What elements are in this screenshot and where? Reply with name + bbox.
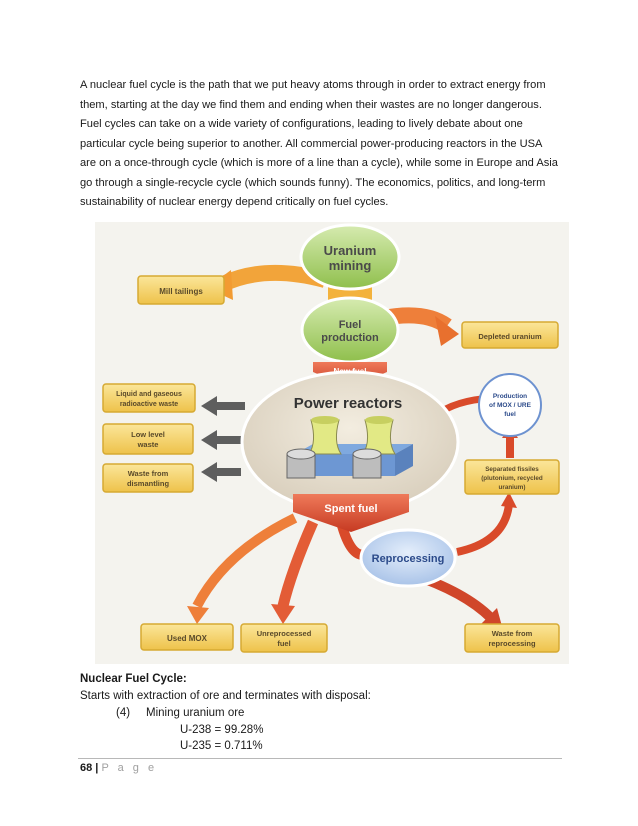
dismantling-label-2: dismantling	[127, 479, 170, 488]
liquid-gaseous-label-1: Liquid and gaseous	[116, 391, 182, 398]
power-reactors-label: Power reactors	[294, 395, 402, 412]
used-mox-label: Used MOX	[167, 634, 208, 643]
low-level-label-2: waste	[137, 440, 159, 449]
low-level-label-1: Low level	[131, 430, 165, 439]
unreprocessed-label-1: Unreprocessed	[257, 629, 312, 638]
separated-fissiles-label-1: Separated fissiles	[485, 466, 539, 473]
page-footer: 68 | P a g e	[80, 762, 157, 774]
dismantling-label-1: Waste from	[128, 469, 169, 478]
unreprocessed-label-2: fuel	[277, 639, 290, 648]
spent-fuel-label: Spent fuel	[324, 503, 377, 515]
separated-fissiles-box: Separated fissiles (plutonium, recycled …	[464, 459, 560, 495]
page-number: 68 |	[80, 762, 99, 774]
intro-paragraph: A nuclear fuel cycle is the path that we…	[80, 79, 558, 208]
u235-value: U-235 = 0.711%	[180, 740, 263, 752]
page-word: P a g e	[101, 762, 158, 774]
waste-reprocessing-label-2: reprocessing	[488, 639, 536, 648]
production-mox-label-1: Production	[493, 393, 527, 400]
uranium-mining-node	[299, 223, 401, 291]
mill-tailings-label: Mill tailings	[159, 287, 203, 296]
list-item-number: (4)	[116, 707, 131, 719]
section-intro-line: Starts with extraction of ore and termin…	[80, 690, 371, 702]
list-item-text: Mining uranium ore	[146, 707, 245, 719]
uranium-mining-label-1: Uranium	[324, 243, 377, 258]
fuel-production-label-1: Fuel	[339, 319, 362, 331]
waste-reprocessing-box: Waste from reprocessing	[464, 623, 560, 653]
reprocessing-node	[359, 528, 457, 588]
mill-tailings-box: Mill tailings	[137, 275, 225, 305]
uranium-mining-label-2: mining	[329, 258, 372, 273]
production-mox-node	[478, 373, 542, 437]
reprocessing-label: Reprocessing	[372, 553, 445, 565]
liquid-gaseous-waste-box: Liquid and gaseous radioactive waste	[102, 383, 196, 413]
low-level-waste-box: Low level waste	[102, 423, 194, 455]
unreprocessed-fuel-box: Unreprocessed fuel	[240, 623, 328, 653]
used-mox-box: Used MOX	[140, 623, 234, 651]
reactor-icon	[286, 416, 413, 479]
power-reactors-node	[240, 370, 460, 514]
footer-divider	[78, 758, 562, 759]
dismantling-waste-box: Waste from dismantling	[102, 463, 194, 493]
u238-value: U-238 = 99.28%	[180, 724, 264, 736]
spent-fuel-arrow	[293, 494, 409, 532]
depleted-uranium-box: Depleted uranium	[461, 321, 559, 349]
fuel-production-label-2: production	[321, 332, 379, 344]
separated-fissiles-label-3: uranium)	[499, 484, 526, 491]
section-heading: Nuclear Fuel Cycle:	[80, 673, 187, 685]
production-mox-label-2: of MOX / URE	[489, 402, 532, 409]
fuel-cycle-diagram: Uranium mining Fuel production New fuel …	[95, 222, 569, 664]
production-mox-label-3: fuel	[504, 411, 516, 418]
depleted-uranium-label: Depleted uranium	[478, 332, 542, 341]
waste-reprocessing-label-1: Waste from	[492, 629, 533, 638]
list-item: (4) Mining uranium ore	[116, 707, 244, 719]
liquid-gaseous-label-2: radioactive waste	[120, 401, 178, 408]
separated-fissiles-label-2: (plutonium, recycled	[481, 475, 543, 482]
